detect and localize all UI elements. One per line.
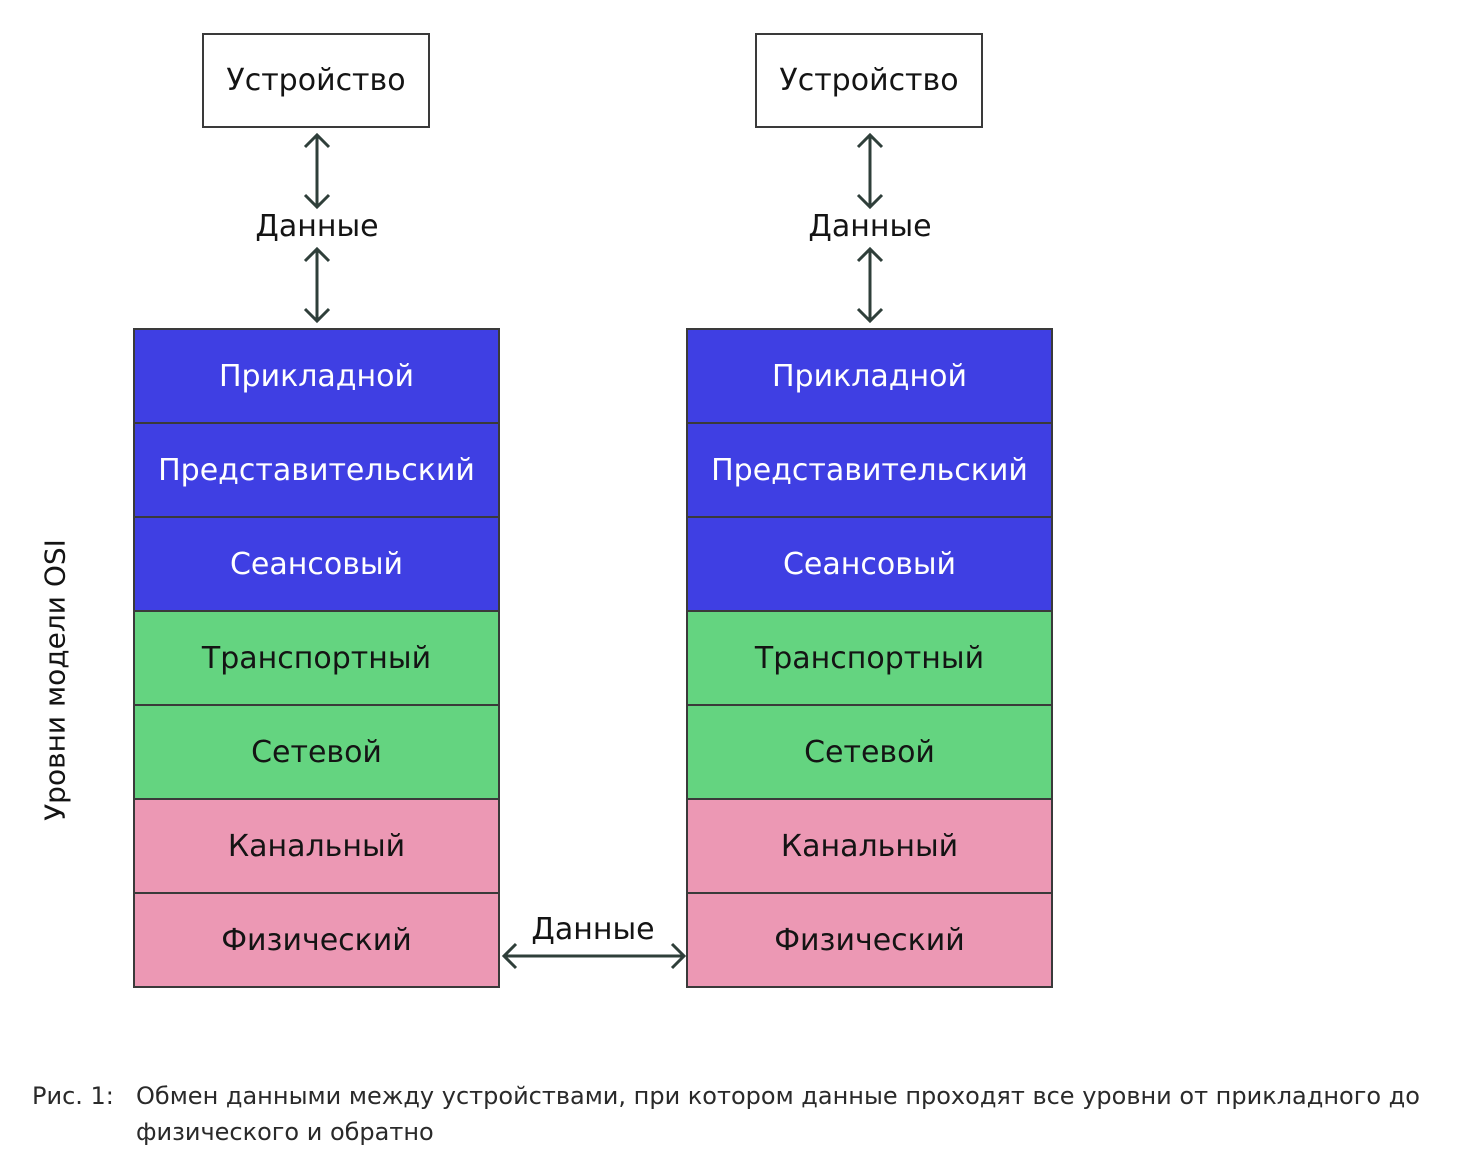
layer-network: Сетевой <box>133 704 500 800</box>
layer-transport: Транспортный <box>133 610 500 706</box>
layer-physical: Физический <box>133 892 500 988</box>
device-label: Устройство <box>779 63 959 98</box>
layer-application: Прикладной <box>133 328 500 424</box>
double-arrow-icon <box>303 132 331 210</box>
osi-stack-right: Прикладной Представительский Сеансовый Т… <box>686 328 1053 988</box>
layer-application: Прикладной <box>686 328 1053 424</box>
horizontal-double-arrow-icon <box>501 942 687 970</box>
layer-network: Сетевой <box>686 704 1053 800</box>
device-label: Устройство <box>226 63 406 98</box>
data-label-left-top: Данные <box>255 209 379 244</box>
caption-text: Обмен данными между устройствами, при ко… <box>136 1082 1420 1146</box>
layer-transport: Транспортный <box>686 610 1053 706</box>
data-label-bottom: Данные <box>531 912 655 947</box>
layer-physical: Физический <box>686 892 1053 988</box>
figure-caption: Рис. 1: Обмен данными между устройствами… <box>32 1078 1456 1150</box>
double-arrow-icon <box>856 246 884 324</box>
data-label-right-top: Данные <box>808 209 932 244</box>
layer-session: Сеансовый <box>133 516 500 612</box>
double-arrow-icon <box>856 132 884 210</box>
caption-number: Рис. 1: <box>32 1082 114 1110</box>
layer-presentation: Представительский <box>133 422 500 518</box>
layer-data-link: Канальный <box>686 798 1053 894</box>
osi-stack-left: Прикладной Представительский Сеансовый Т… <box>133 328 500 988</box>
device-box-left: Устройство <box>202 33 430 128</box>
layer-data-link: Канальный <box>133 798 500 894</box>
double-arrow-icon <box>303 246 331 324</box>
layer-presentation: Представительский <box>686 422 1053 518</box>
device-box-right: Устройство <box>755 33 983 128</box>
osi-levels-label: Уровни модели OSI <box>38 539 72 821</box>
layer-session: Сеансовый <box>686 516 1053 612</box>
